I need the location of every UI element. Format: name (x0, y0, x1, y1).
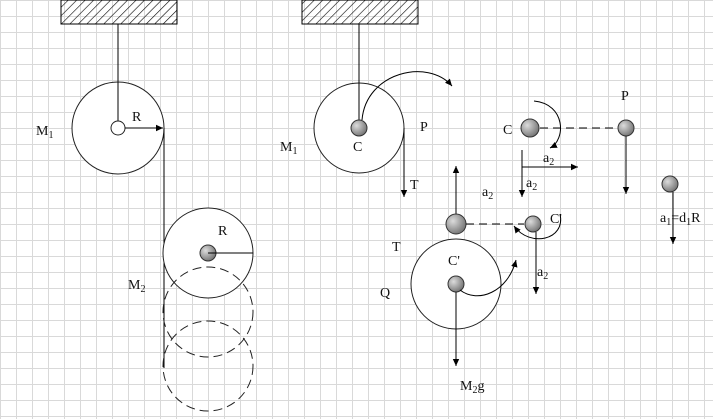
point-a1 (661, 175, 679, 193)
label-m1-left: M1 (36, 124, 53, 141)
pulley-center-right (350, 119, 368, 137)
label-c-pulley: C (353, 140, 362, 155)
acceleration-a1: a1=d1R (660, 175, 701, 244)
label-t-pulley: T (410, 178, 419, 193)
label-c-point: C (503, 123, 512, 138)
angular-accel-arrow-pulley (361, 71, 453, 121)
ghost-cylinder-2 (162, 320, 254, 412)
left-figure: M1 R R M2 (36, 0, 254, 412)
ceiling-support-right (301, 0, 419, 25)
angular-accel-arrow-cylinder (459, 259, 518, 297)
kinematic-detail: C P a2 a2 (503, 89, 635, 197)
angular-accel-arrow-c-prime (513, 213, 562, 240)
label-p-point: P (621, 89, 629, 104)
label-weight: M2g (460, 379, 484, 396)
label-m1-right: M1 (280, 140, 297, 157)
free-body-cylinder: C' C' a2 a2 T Q M2g (380, 166, 562, 396)
pulley-axle-left (110, 120, 126, 136)
label-t-cylinder: T (392, 240, 401, 255)
ghost-cylinder-1 (162, 266, 254, 358)
point-c (520, 118, 540, 138)
label-c-prime-point: C' (550, 212, 562, 227)
free-body-pulley: M1 C P T (280, 0, 453, 197)
label-r-pulley: R (132, 110, 142, 125)
angular-accel-arrow-c (533, 100, 561, 149)
label-c-prime-cylinder: C' (448, 254, 460, 269)
cylinder-center-right (447, 275, 465, 293)
label-r-cylinder: R (218, 224, 228, 239)
label-a2-right: a2 (543, 151, 554, 168)
label-a1-equation: a1=d1R (660, 211, 701, 228)
point-p (617, 119, 635, 137)
label-a2-mid: a2 (482, 185, 493, 202)
label-a2-c-prime: a2 (537, 265, 548, 282)
label-a2-down: a2 (526, 176, 537, 193)
point-c-prime (524, 215, 542, 233)
label-m2-left: M2 (128, 278, 145, 295)
label-p-pulley: P (420, 120, 428, 135)
label-q: Q (380, 286, 390, 301)
contact-point-cylinder (445, 213, 467, 235)
ceiling-support-left (60, 0, 178, 25)
